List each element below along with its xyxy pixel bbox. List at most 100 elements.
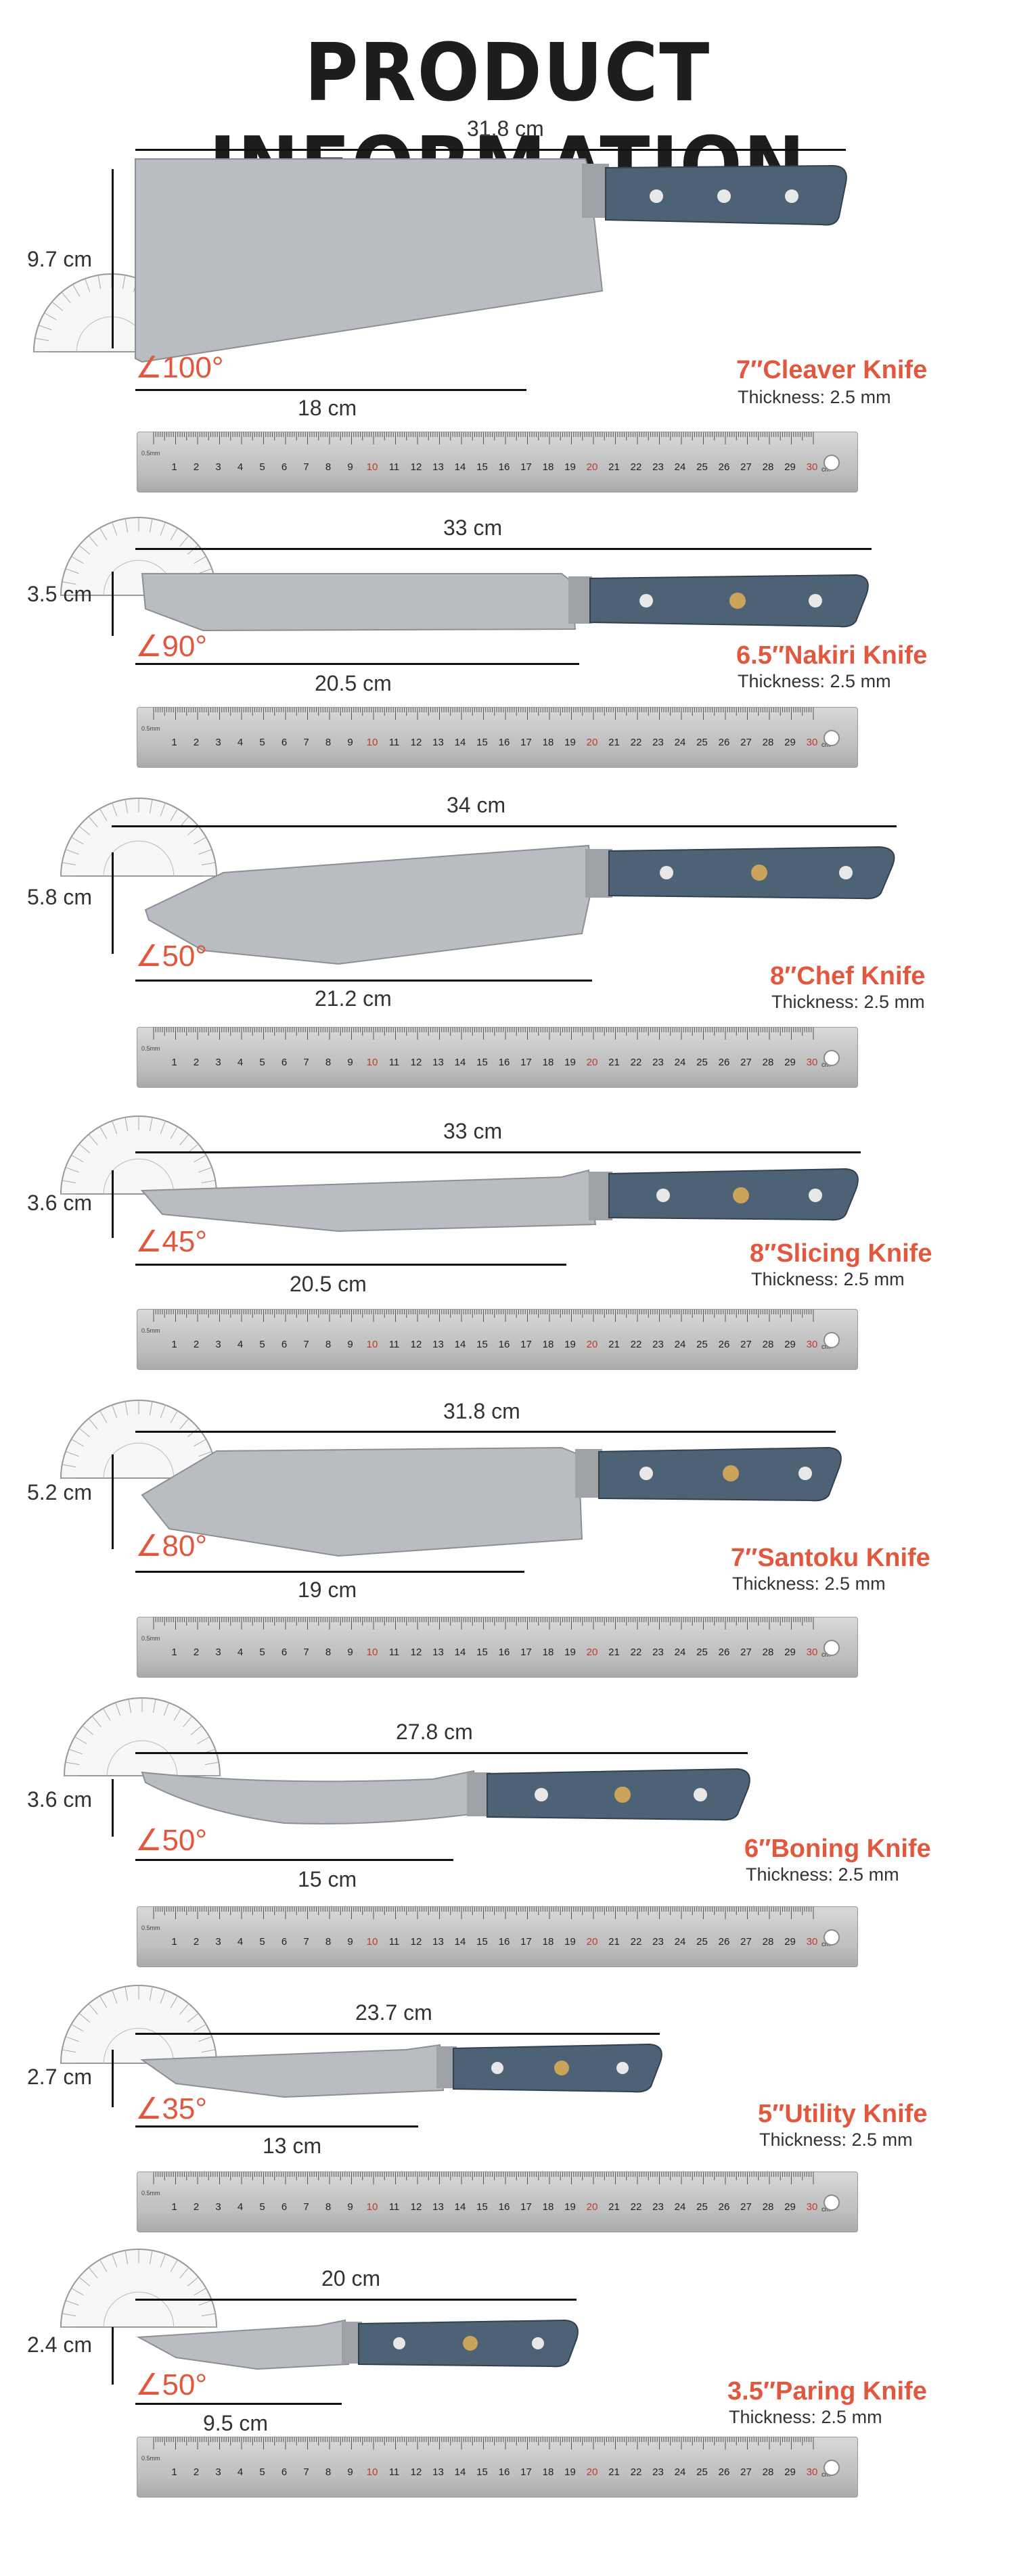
protractor-tick bbox=[194, 556, 206, 564]
ruler-number: 17 bbox=[520, 737, 532, 748]
knife-section-paring: 20 cm 2.4 cm ∠50° 9.5 cm 3.5″Paring Knif… bbox=[0, 2246, 1015, 2516]
ruler-number: 26 bbox=[719, 737, 730, 748]
ruler-number: 2 bbox=[194, 2201, 199, 2213]
handle-rivet bbox=[809, 594, 822, 607]
paring-knife-image bbox=[60, 2249, 579, 2370]
knife-handle bbox=[598, 1446, 842, 1502]
ruler-number: 19 bbox=[564, 1057, 576, 1068]
height-label: 2.4 cm bbox=[27, 2332, 93, 2357]
total-length-line bbox=[135, 149, 846, 151]
protractor bbox=[60, 1116, 218, 1195]
angle-label: ∠90° bbox=[135, 630, 207, 663]
ruler-hole bbox=[824, 1332, 840, 1348]
nakiri-knife-image bbox=[60, 517, 869, 632]
ruler-number: 27 bbox=[740, 1936, 752, 1948]
protractor-tick bbox=[82, 1725, 94, 1735]
knife-blade bbox=[141, 1446, 583, 1557]
ruler-number: 13 bbox=[432, 1647, 444, 1658]
knife-blade bbox=[144, 844, 593, 965]
handle-rivet bbox=[694, 1788, 707, 1801]
ruler-number: 7 bbox=[303, 461, 309, 473]
ruler-number: 5 bbox=[259, 1339, 265, 1350]
ruler-number: 19 bbox=[564, 1339, 576, 1350]
ruler-number: 20 bbox=[587, 1647, 598, 1658]
ruler-hole bbox=[824, 730, 840, 746]
total-length-line bbox=[135, 2299, 577, 2301]
height-label: 5.2 cm bbox=[27, 1480, 93, 1504]
ruler-number: 7 bbox=[303, 737, 309, 748]
thickness-label: Thickness: 2.5 mm bbox=[738, 671, 891, 691]
thickness-label: Thickness: 2.5 mm bbox=[738, 387, 891, 407]
knife-name: 6″Boning Knife bbox=[744, 1835, 931, 1863]
protractor-tick bbox=[78, 1427, 91, 1438]
ruler-number: 27 bbox=[740, 737, 752, 748]
protractor-tick bbox=[71, 837, 84, 845]
angle-label: ∠100° bbox=[135, 351, 224, 384]
ruler-hole bbox=[824, 2460, 840, 2476]
protractor-tick bbox=[198, 2036, 212, 2042]
protractor-tick bbox=[99, 1996, 108, 2008]
ruler-number: 8 bbox=[325, 2466, 331, 2478]
ruler-number: 1 bbox=[171, 737, 177, 748]
protractor-tick bbox=[112, 2253, 118, 2268]
protractor-tick bbox=[125, 2250, 129, 2265]
ruler-small-label: 0.5mm bbox=[141, 2455, 160, 2462]
ruler-number: 18 bbox=[543, 1936, 554, 1948]
ruler-number: 3 bbox=[215, 2466, 221, 2478]
angle-label: ∠45° bbox=[135, 1225, 207, 1258]
ruler-number: 26 bbox=[719, 2201, 730, 2213]
ruler-number: 6 bbox=[281, 1339, 287, 1350]
ruler-number: 21 bbox=[608, 461, 620, 473]
ruler-number: 11 bbox=[389, 2466, 400, 2478]
protractor-tick bbox=[194, 2024, 206, 2032]
protractor-tick bbox=[204, 1762, 219, 1766]
total-length-label: 33 cm bbox=[443, 1119, 503, 1143]
total-length-label: 31.8 cm bbox=[467, 116, 544, 141]
ruler-number: 1 bbox=[171, 2201, 177, 2213]
ruler-number: 6 bbox=[281, 461, 287, 473]
protractor-tick bbox=[72, 284, 81, 297]
ruler-number: 30 bbox=[807, 1339, 818, 1350]
ruler-unit: cm bbox=[821, 1061, 830, 1069]
ruler-number: 15 bbox=[476, 1936, 488, 1948]
ruler-number: 14 bbox=[455, 461, 466, 473]
ruler-number: 20 bbox=[587, 2201, 598, 2213]
protractor-tick bbox=[198, 2300, 212, 2306]
ruler-number: 18 bbox=[543, 1339, 554, 1350]
ruler-number: 10 bbox=[367, 1057, 378, 1068]
protractor bbox=[60, 1400, 218, 1479]
ruler-number: 1 bbox=[171, 1057, 177, 1068]
protractor-tick bbox=[160, 1990, 166, 2004]
knife-blade bbox=[136, 2319, 350, 2370]
ruler-number: 26 bbox=[719, 1936, 730, 1948]
ruler-number: 11 bbox=[389, 2201, 400, 2213]
ruler-number: 8 bbox=[325, 1936, 331, 1948]
protractor-tick bbox=[62, 1464, 76, 1468]
ruler-number: 25 bbox=[696, 1057, 708, 1068]
protractor-tick bbox=[194, 837, 206, 845]
blade-length-label: 21.2 cm bbox=[315, 986, 392, 1011]
height-label: 2.7 cm bbox=[27, 2065, 93, 2089]
protractor-tick bbox=[152, 1699, 156, 1714]
ruler-number: 19 bbox=[564, 1647, 576, 1658]
protractor-tick bbox=[128, 1699, 132, 1714]
total-length-label: 33 cm bbox=[443, 515, 503, 540]
protractor-tick bbox=[179, 1134, 189, 1146]
ruler-number: 2 bbox=[194, 1339, 199, 1350]
ruler-number: 13 bbox=[432, 1339, 444, 1350]
ruler-number: 6 bbox=[281, 737, 287, 748]
ruler-number: 15 bbox=[476, 1647, 488, 1658]
ruler-number: 22 bbox=[631, 737, 642, 748]
protractor-tick bbox=[99, 808, 108, 821]
ruler-unit: cm bbox=[821, 466, 830, 474]
protractor-tick bbox=[88, 2003, 98, 2015]
knife-section-santoku: 31.8 cm 5.2 cm ∠80° 19 cm 7″Santoku Knif… bbox=[0, 1394, 1015, 1664]
angle-label: ∠50° bbox=[135, 2368, 207, 2401]
protractor-tick bbox=[71, 2024, 84, 2032]
protractor-tick bbox=[125, 1401, 129, 1416]
protractor-tick bbox=[194, 2288, 206, 2296]
chef-knife-image bbox=[60, 798, 895, 965]
protractor-tick bbox=[149, 799, 153, 814]
